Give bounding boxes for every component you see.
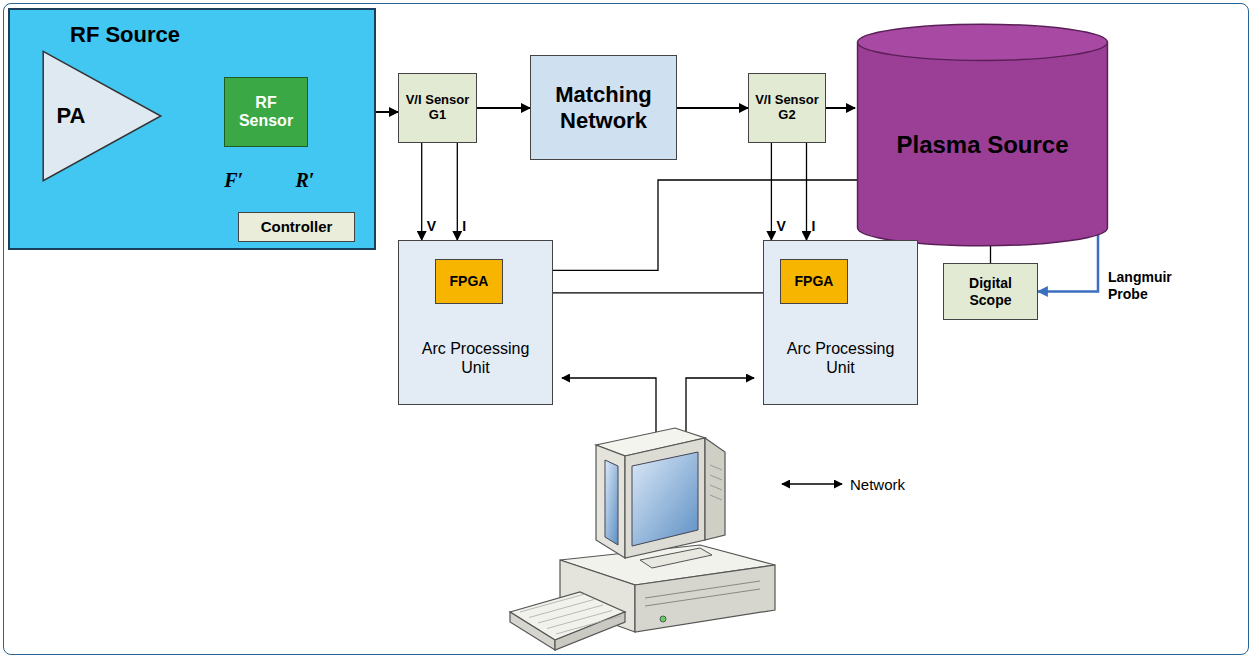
probe-label: Langmuir Probe	[1108, 269, 1198, 303]
connector	[457, 143, 458, 240]
node-label: Arc Processing Unit	[774, 340, 907, 377]
connector	[771, 143, 772, 240]
block-box: V/I Sensor G2	[748, 73, 826, 143]
connector	[806, 143, 807, 240]
block-box: RF SourcePA RF SensorController	[8, 8, 376, 250]
node-label: FPGA	[795, 273, 834, 289]
node-label: Controller	[261, 218, 333, 235]
signal-label: V	[776, 218, 785, 235]
block-box: RF Sensor	[224, 77, 308, 147]
network-label: Network	[850, 476, 905, 493]
block-box: Arc Processing Unit FPGA	[398, 240, 553, 405]
node-label: FPGA	[450, 273, 489, 289]
node-label: Plasma Source	[896, 131, 1068, 159]
node-label: Digital Scope	[947, 275, 1034, 307]
node-label: V/I Sensor G2	[752, 93, 822, 123]
connector	[826, 107, 855, 109]
block-box: Matching Network	[530, 55, 677, 160]
signal-label: I	[812, 218, 816, 235]
node-label: PA	[57, 103, 86, 128]
node-label: V/I Sensor G1	[402, 93, 473, 123]
connector	[477, 107, 530, 109]
block-box: FPGA	[780, 259, 848, 304]
block-box: Digital Scope	[943, 263, 1038, 320]
node-label: RF Sensor	[228, 94, 304, 131]
block-box: Arc Processing Unit FPGA	[763, 240, 918, 405]
amplifier-triangle: PA	[42, 50, 162, 182]
signal-label: I	[462, 218, 466, 235]
connector	[421, 143, 422, 240]
signal-label: F′	[224, 168, 243, 192]
signal-label: R′	[296, 168, 315, 192]
connector	[677, 107, 748, 109]
node-label: Matching Network	[534, 82, 673, 133]
signal-label: V	[427, 218, 436, 235]
block-box: FPGA	[435, 259, 503, 304]
node-label: RF Source	[70, 22, 180, 47]
node-label: Arc Processing Unit	[409, 340, 542, 377]
block-box: Controller	[238, 212, 355, 242]
plasma-chamber: Plasma Source	[855, 22, 1110, 248]
block-box: V/I Sensor G1	[398, 73, 477, 143]
